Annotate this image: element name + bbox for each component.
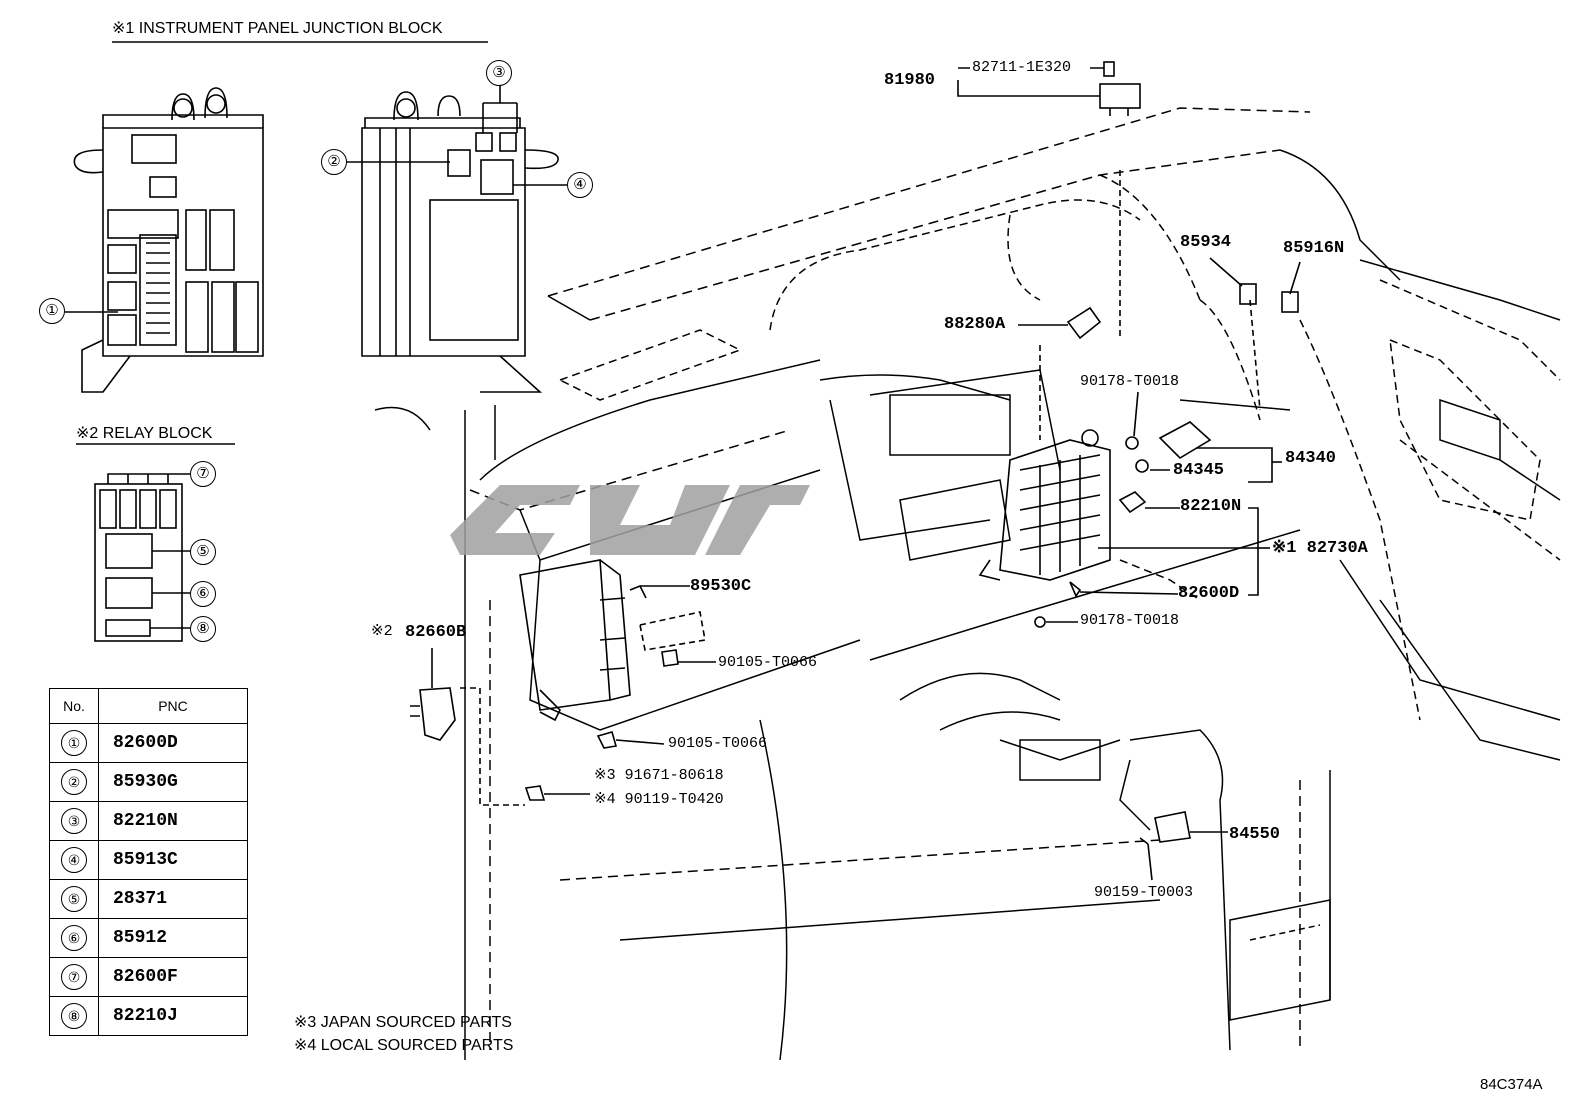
- callout-2: ②: [321, 149, 347, 175]
- row-number: ⑧: [61, 1003, 87, 1029]
- footnote-local-sourced: ※4 LOCAL SOURCED PARTS: [294, 1037, 514, 1054]
- diagram-code: 84C374A: [1480, 1076, 1543, 1093]
- installed-junction-block: [978, 429, 1111, 581]
- relay-85934: [1239, 283, 1257, 305]
- row-pnc: 28371: [98, 879, 248, 919]
- relay-block: [94, 473, 190, 642]
- row-pnc: 82210J: [98, 996, 248, 1036]
- part-82660b: 82660B: [405, 623, 467, 642]
- part-82660b-mark: ※2: [371, 623, 393, 640]
- watermark-logo: [450, 485, 810, 555]
- junction-block-front: [73, 87, 264, 393]
- relay-block-header: ※2 RELAY BLOCK: [76, 425, 213, 442]
- sensor-88280A: [1066, 306, 1102, 340]
- sensor-84550: [1154, 811, 1191, 843]
- row-pnc: 85912: [98, 918, 248, 958]
- ecu-89530C: [519, 559, 611, 711]
- relay-82660B: [419, 687, 456, 741]
- callout-1: ①: [39, 298, 65, 324]
- relay-81980: [1099, 83, 1141, 109]
- callout-6: ⑥: [190, 581, 216, 607]
- part-90105-t0066-upper: 90105-T0066: [718, 654, 818, 671]
- row-pnc: 85930G: [98, 762, 248, 802]
- part-90159-t0003: 90159-T0003: [1094, 884, 1194, 901]
- row-pnc: 82210N: [98, 801, 248, 841]
- callout-7: ⑦: [190, 461, 216, 487]
- footnote-japan-sourced: ※3 JAPAN SOURCED PARTS: [294, 1014, 512, 1031]
- part-90105-t0066-lower: 90105-T0066: [668, 735, 768, 752]
- part-82711-1e320: 82711-1E320: [972, 59, 1072, 76]
- row-number: ①: [61, 730, 87, 756]
- table-row: ⑦ 82600F: [49, 957, 248, 997]
- row-number: ②: [61, 769, 87, 795]
- part-82730a: ※1 82730A: [1272, 539, 1368, 558]
- part-84550: 84550: [1229, 825, 1281, 844]
- col-no-header: No.: [49, 688, 99, 724]
- callout-5: ⑤: [190, 539, 216, 565]
- table-row: ⑧ 82210J: [49, 996, 248, 1036]
- callout-4: ④: [567, 172, 593, 198]
- row-number: ⑤: [61, 886, 87, 912]
- part-89530c: 89530C: [690, 577, 752, 596]
- part-90119-t0420: ※4 90119-T0420: [594, 791, 724, 808]
- table-row: ① 82600D: [49, 723, 248, 763]
- part-85916n: 85916N: [1283, 239, 1345, 258]
- row-pnc: 82600F: [98, 957, 248, 997]
- dashboard-outline: [374, 107, 1561, 1061]
- row-pnc: 85913C: [98, 840, 248, 880]
- part-82210n: 82210N: [1180, 497, 1242, 516]
- part-81980: 81980: [884, 71, 936, 90]
- relay-85916N: [1281, 291, 1299, 313]
- sensor-84340: [1158, 421, 1212, 460]
- part-85934: 85934: [1180, 233, 1232, 252]
- row-number: ⑥: [61, 925, 87, 951]
- table-row: ⑥ 85912: [49, 918, 248, 958]
- part-84340: 84340: [1285, 449, 1337, 468]
- row-number: ④: [61, 847, 87, 873]
- part-82600d: 82600D: [1178, 584, 1240, 603]
- callout-3: ③: [486, 60, 512, 86]
- junction-block-header: ※1 INSTRUMENT PANEL JUNCTION BLOCK: [112, 20, 443, 37]
- table-row: ② 85930G: [49, 762, 248, 802]
- part-90178-t0018-upper: 90178-T0018: [1080, 373, 1180, 390]
- table-row: ⑤ 28371: [49, 879, 248, 919]
- part-90178-t0018-lower: 90178-T0018: [1080, 612, 1180, 629]
- table-row: ④ 85913C: [49, 840, 248, 880]
- table-header-row: No. PNC: [49, 688, 248, 724]
- table-row: ③ 82210N: [49, 801, 248, 841]
- row-pnc: 82600D: [98, 723, 248, 763]
- row-number: ③: [61, 808, 87, 834]
- col-pnc-header: PNC: [98, 688, 248, 724]
- part-91671-80618: ※3 91671-80618: [594, 767, 724, 784]
- part-84345: 84345: [1173, 461, 1225, 480]
- callout-8: ⑧: [190, 616, 216, 642]
- part-88280a: 88280A: [944, 315, 1006, 334]
- row-number: ⑦: [61, 964, 87, 990]
- junction-block-side: [361, 91, 559, 393]
